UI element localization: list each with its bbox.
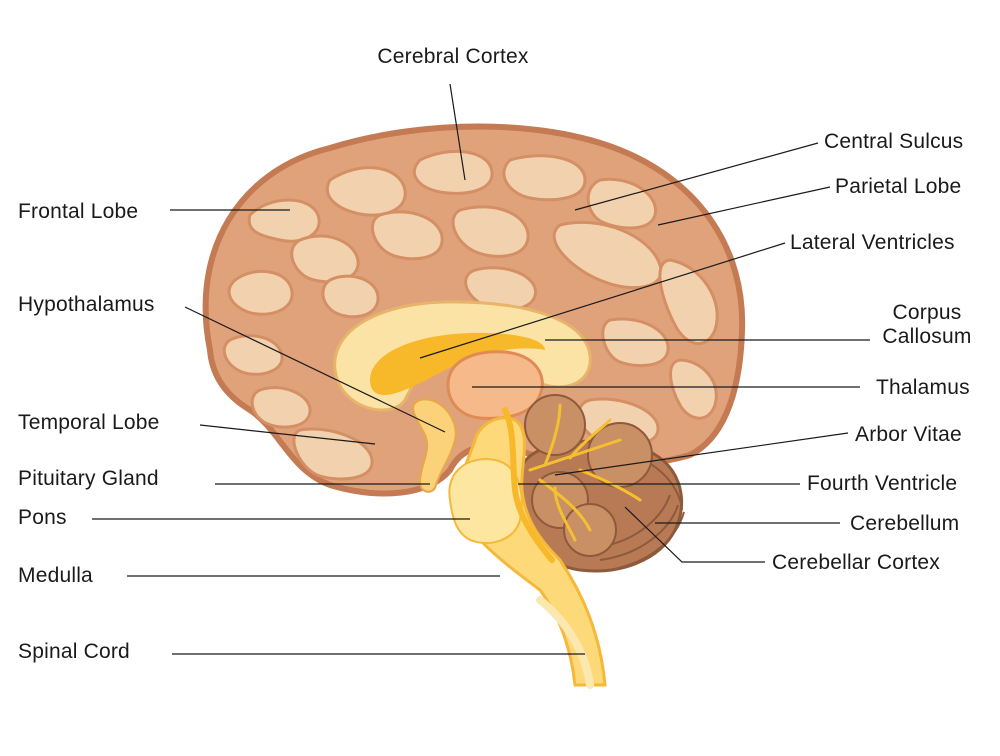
arbor-vitae-tree — [528, 403, 642, 542]
label-spinal-cord: Spinal Cord — [18, 640, 130, 663]
lateral-ventricle — [370, 332, 545, 395]
fourth-ventricle-channel — [502, 407, 555, 563]
line-cerebral-cortex — [449, 83, 466, 181]
label-parietal-lobe: Parietal Lobe — [835, 175, 962, 198]
label-medulla: Medulla — [18, 564, 93, 587]
label-corpus-callosum-line1: Corpus — [892, 301, 962, 324]
label-cerebellum: Cerebellum — [850, 512, 960, 535]
label-cerebellar-cortex: Cerebellar Cortex — [772, 551, 940, 574]
hypothalamus-shape — [412, 398, 457, 493]
label-pons: Pons — [18, 506, 67, 529]
line-parietal-lobe — [657, 186, 831, 226]
label-lateral-ventricles: Lateral Ventricles — [790, 231, 955, 254]
label-corpus-callosum-line2: Callosum — [882, 325, 972, 348]
label-arbor-vitae: Arbor Vitae — [855, 423, 962, 446]
label-cerebral-cortex: Cerebral Cortex — [377, 45, 529, 68]
line-arbor-vitae — [554, 432, 849, 476]
label-thalamus: Thalamus — [876, 376, 970, 399]
gyri-pattern — [222, 149, 719, 481]
label-corpus-callosum: Corpus Callosum — [872, 301, 982, 349]
line-cerebellar-cortex — [624, 506, 765, 563]
thalamus-shape — [446, 350, 544, 420]
cerebellum-lobules — [524, 394, 653, 557]
leader-lines — [92, 83, 870, 655]
label-central-sulcus: Central Sulcus — [824, 130, 964, 153]
line-hypothalamus — [184, 306, 446, 433]
label-fourth-ventricle: Fourth Ventricle — [807, 472, 958, 495]
line-central-sulcus — [574, 142, 819, 211]
label-pituitary-gland: Pituitary Gland — [18, 467, 159, 490]
label-temporal-lobe: Temporal Lobe — [18, 411, 160, 434]
line-temporal-lobe — [199, 424, 376, 445]
line-lateral-ventricles — [419, 242, 786, 359]
label-hypothalamus: Hypothalamus — [18, 293, 155, 316]
spinal-cord-highlight — [536, 596, 594, 689]
label-frontal-lobe: Frontal Lobe — [18, 200, 139, 223]
